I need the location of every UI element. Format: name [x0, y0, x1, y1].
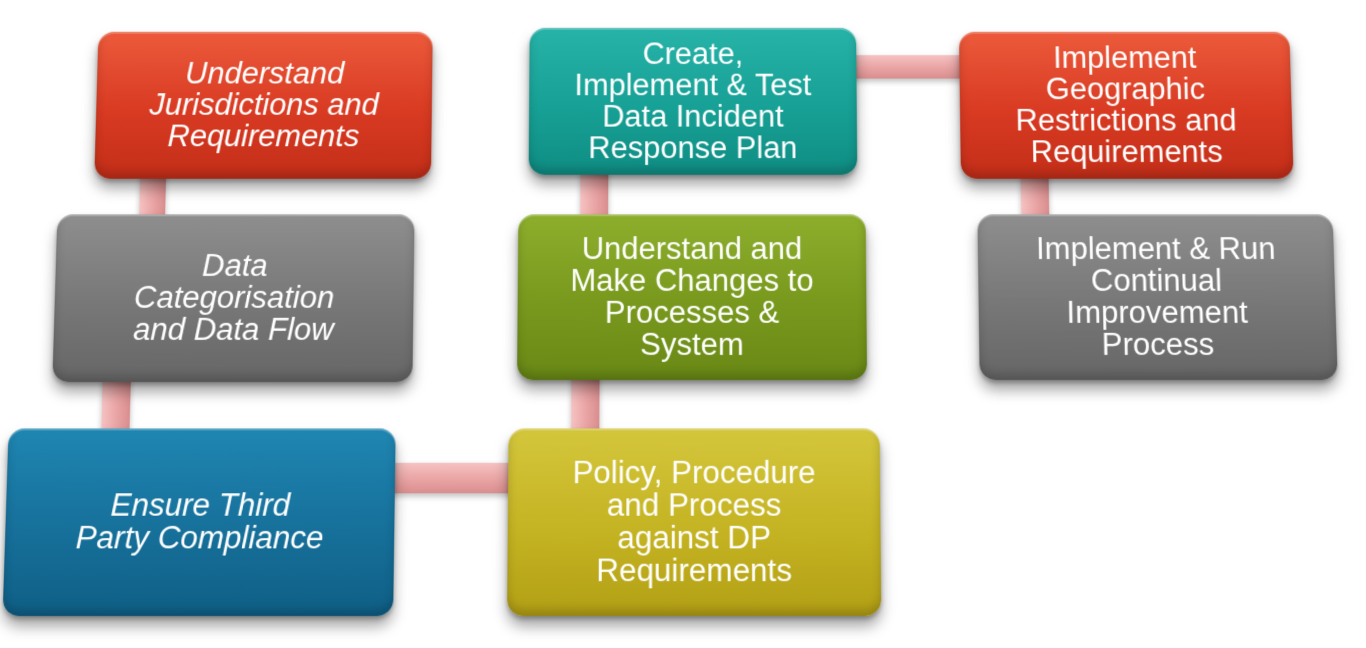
step-line: Implement & Test [574, 67, 812, 103]
process-flow-diagram: Understand Jurisdictions and Requirement… [0, 5, 1366, 648]
step-line: Understand [184, 56, 345, 91]
step-line: Make Changes to [570, 262, 814, 298]
step-third-party-compliance: Ensure Third Party Compliance [2, 428, 396, 617]
step-line: Categorisation [133, 279, 335, 315]
step-data-categorisation: Data Categorisation and Data Flow [52, 214, 415, 383]
step-geographic-restrictions: Implement Geographic Restrictions and Re… [958, 31, 1294, 179]
step-line: Requirements [167, 118, 360, 154]
step-line: Ensure Third [110, 487, 291, 523]
step-line: Restrictions and [1015, 103, 1237, 138]
connector-third-party-policy [388, 462, 517, 494]
step-line: Geographic [1045, 71, 1206, 106]
step-understand-jurisdictions: Understand Jurisdictions and Requirement… [94, 31, 433, 179]
step-line: Implement & Run [1035, 231, 1276, 266]
step-line: Implement [1052, 40, 1197, 75]
step-line: Response Plan [588, 130, 798, 165]
step-line: Data Incident [602, 99, 784, 134]
step-line: against DP [617, 519, 772, 556]
connector-incident-geographic [850, 55, 962, 79]
step-incident-response: Create, Implement & Test Data Incident R… [528, 27, 858, 175]
step-line: Jurisdictions and [149, 87, 379, 122]
step-line: Data [201, 248, 268, 283]
step-line: and Data Flow [132, 311, 335, 347]
step-continual-improvement: Implement & Run Continual Improvement Pr… [977, 214, 1338, 381]
step-line: Party Compliance [75, 519, 324, 556]
step-processes-system: Understand and Make Changes to Processes… [517, 214, 868, 381]
step-line: System [640, 326, 744, 362]
step-line: Requirements [596, 552, 793, 589]
step-line: Understand and [581, 231, 803, 266]
connector-policy-processes [571, 373, 600, 437]
step-line: Policy, Procedure [572, 454, 816, 491]
step-line: Improvement [1066, 294, 1249, 330]
step-line: Create, [642, 36, 744, 71]
step-policy-procedure: Policy, Procedure and Process against DP… [507, 428, 882, 617]
step-line: and Process [606, 487, 782, 523]
step-line: Processes & [604, 294, 780, 330]
step-line: Requirements [1030, 134, 1224, 169]
step-line: Process [1101, 326, 1215, 362]
step-line: Continual [1090, 262, 1223, 298]
